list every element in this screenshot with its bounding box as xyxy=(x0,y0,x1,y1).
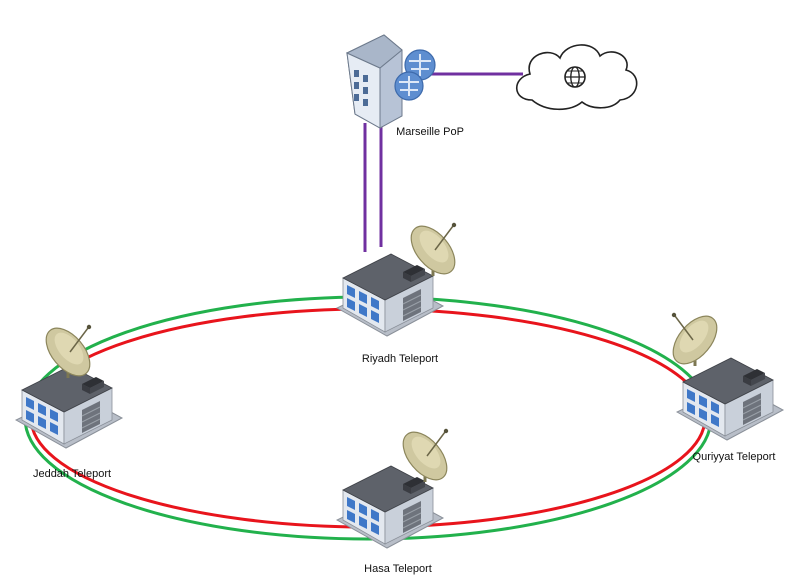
pop-node: Marseille PoP xyxy=(345,34,464,138)
riyadh-teleport-node: Riyadh Teleport xyxy=(336,216,465,365)
globe-icon xyxy=(564,66,586,88)
jeddah-teleport-node: Jeddah Teleport xyxy=(15,318,123,480)
hasa-label: Hasa Teleport xyxy=(364,563,432,575)
jeddah-label: Jeddah Teleport xyxy=(33,468,111,480)
teleport-dish-icon xyxy=(336,422,457,549)
internet-node xyxy=(515,44,638,111)
riyadh-label: Riyadh Teleport xyxy=(362,353,438,365)
teleport-dish-icon xyxy=(336,216,465,337)
pop-label: Marseille PoP xyxy=(396,126,464,138)
quriyyat-teleport-node: Quriyyat Teleport xyxy=(663,306,784,463)
hasa-teleport-node: Hasa Teleport xyxy=(336,422,457,575)
server-router-icon xyxy=(345,34,436,129)
quriyyat-label: Quriyyat Teleport xyxy=(693,451,776,463)
teleport-dish-icon xyxy=(663,306,784,441)
